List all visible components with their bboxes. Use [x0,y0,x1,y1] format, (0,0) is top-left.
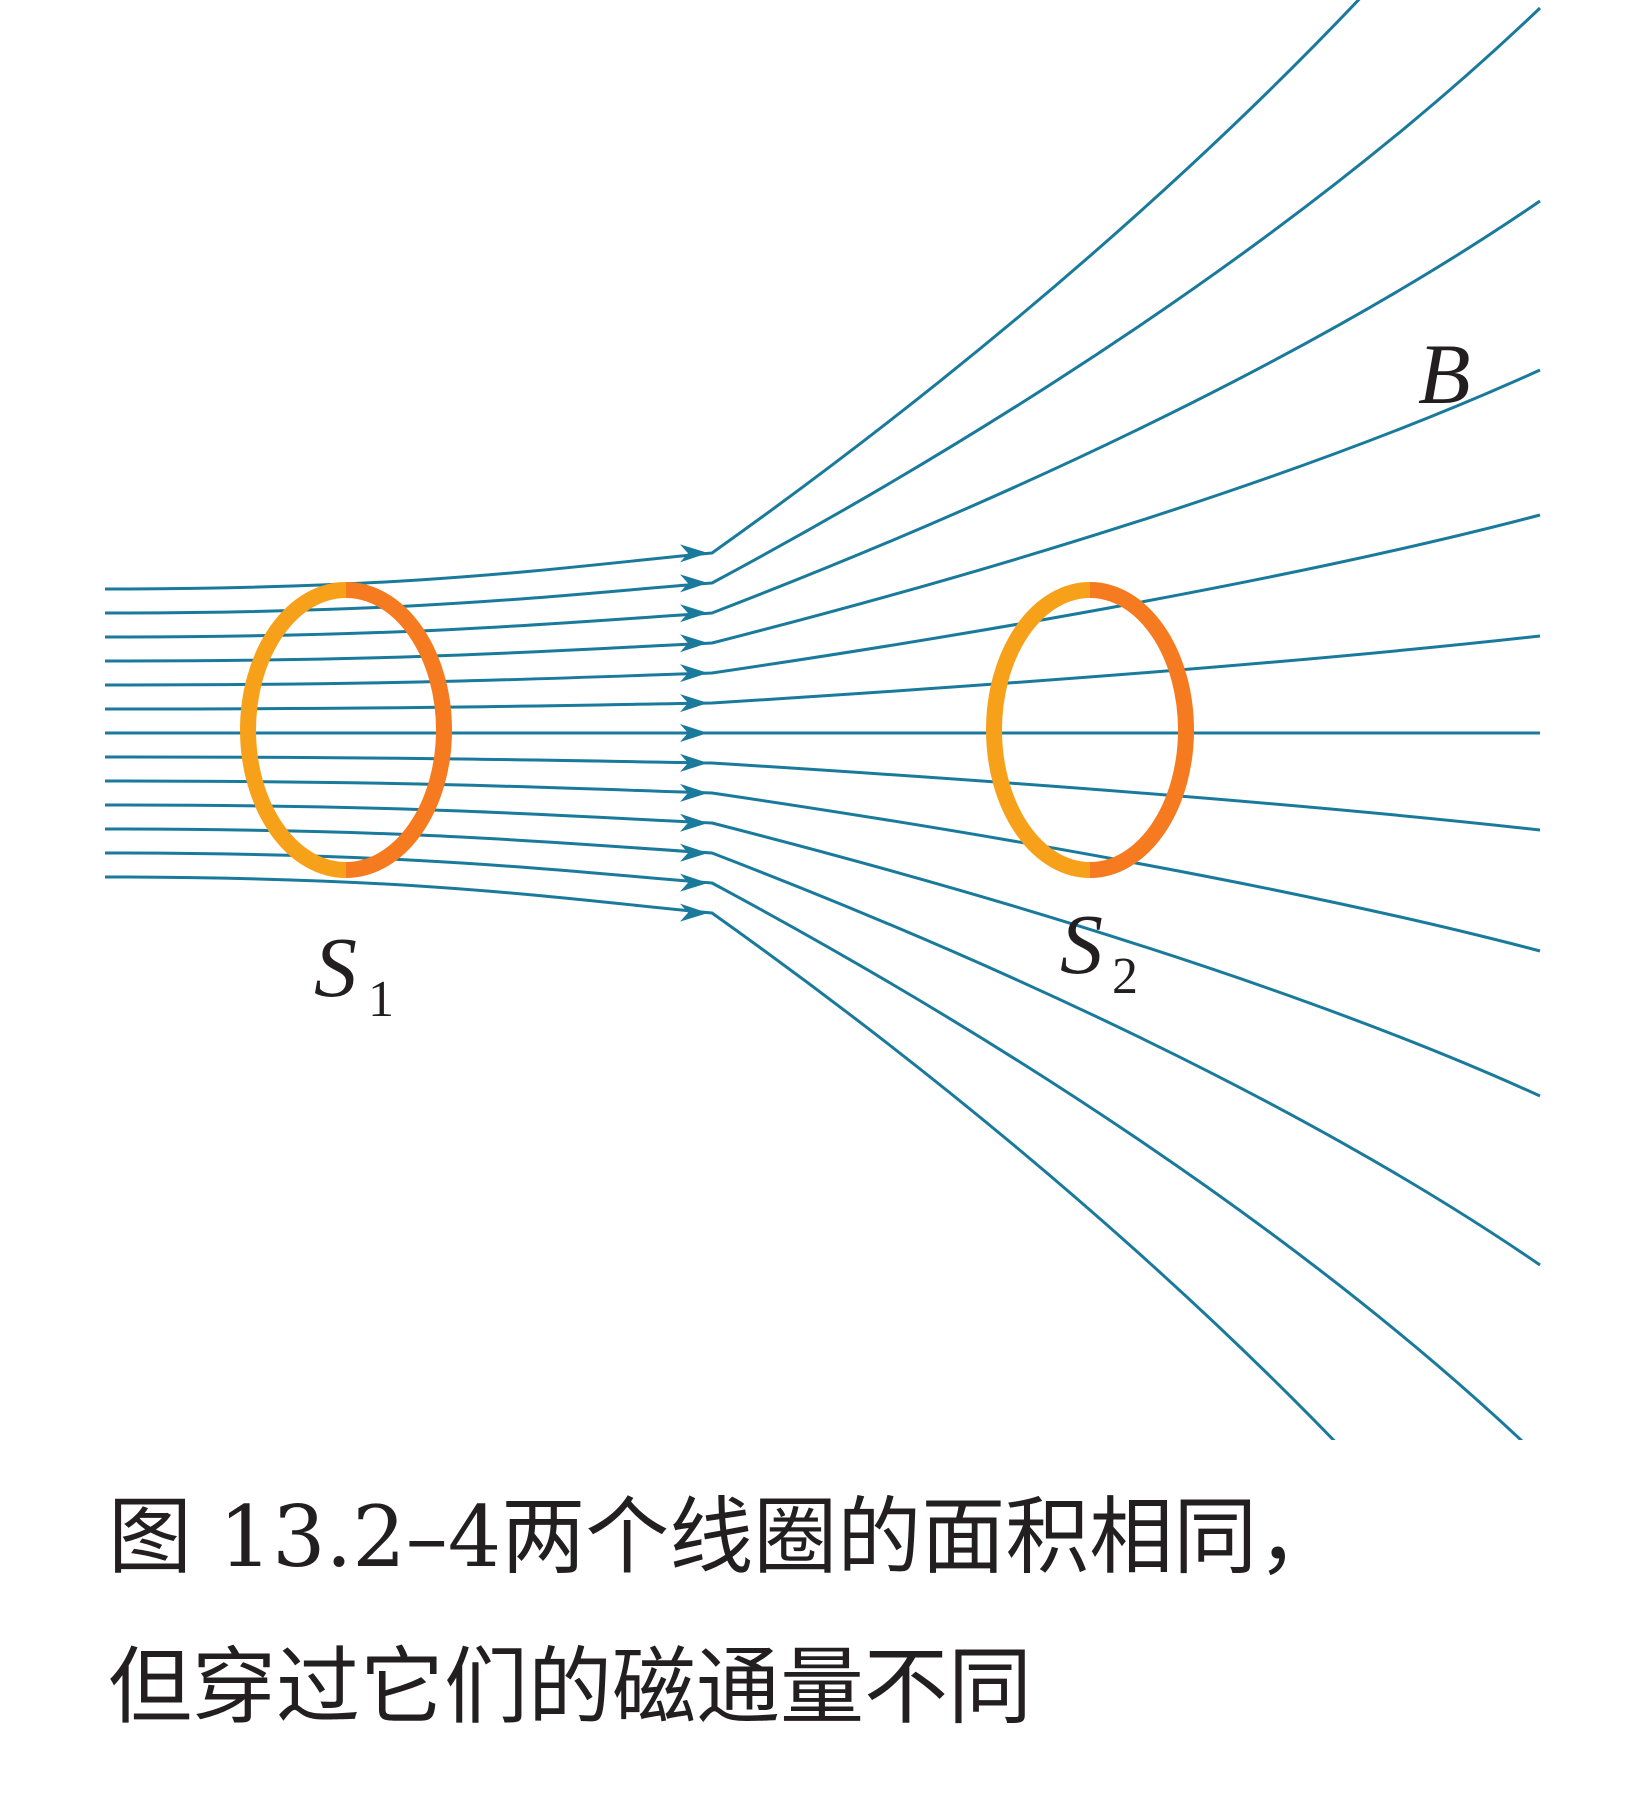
coil-s1 [240,582,452,878]
field-arrow [680,694,708,713]
field-arrow [680,604,708,623]
field-arrow [680,903,708,922]
coil-s1-label: S [314,919,357,1015]
field-line [104,0,1361,591]
magnetic-flux-diagram: B S 1 S 2 [104,0,1542,1440]
figure-caption: 图 13.2–4两个线圈的面积相同， 但穿过它们的磁通量不同 [108,1462,1588,1762]
field-arrow [680,843,708,862]
coil-s2-left-half [986,582,1091,878]
field-arrow [680,753,708,772]
caption-line-2: 但穿过它们的磁通量不同 [108,1612,1588,1762]
field-line [104,827,1541,1267]
field-line [104,368,1541,663]
field-arrow [680,724,708,742]
field-arrow [680,873,708,892]
field-line [104,199,1541,639]
coil-s1-subscript: 1 [368,971,394,1028]
field-line [104,634,1541,711]
coil-s1-right-half [345,582,452,878]
figure-number: 图 13.2–4 [108,1488,502,1586]
caption-line-1: 图 13.2–4两个线圈的面积相同， [108,1462,1588,1612]
field-line [104,755,1541,832]
magnetic-field-lines [104,0,1542,1440]
field-line [104,875,1336,1440]
caption-line-2-text: 但穿过它们的磁通量不同 [108,1638,1033,1736]
coil-s2 [986,582,1194,878]
field-arrow [680,813,708,832]
coil-s2-subscript: 2 [1112,948,1138,1005]
coil-s1-left-half [240,582,347,878]
field-arrow [680,574,708,593]
field-arrow [680,783,708,802]
field-direction-arrows [680,544,708,922]
caption-line-1-text: 两个线圈的面积相同， [501,1488,1342,1586]
field-arrow [680,664,708,683]
coil-s2-right-half [1089,582,1194,878]
field-line [104,803,1541,1098]
field-arrow [680,544,708,563]
field-line [104,6,1542,615]
field-label: B [1418,326,1471,422]
field-line [104,779,1541,953]
coil-s2-label: S [1060,896,1103,992]
field-line [104,513,1541,687]
field-arrow [680,634,708,653]
